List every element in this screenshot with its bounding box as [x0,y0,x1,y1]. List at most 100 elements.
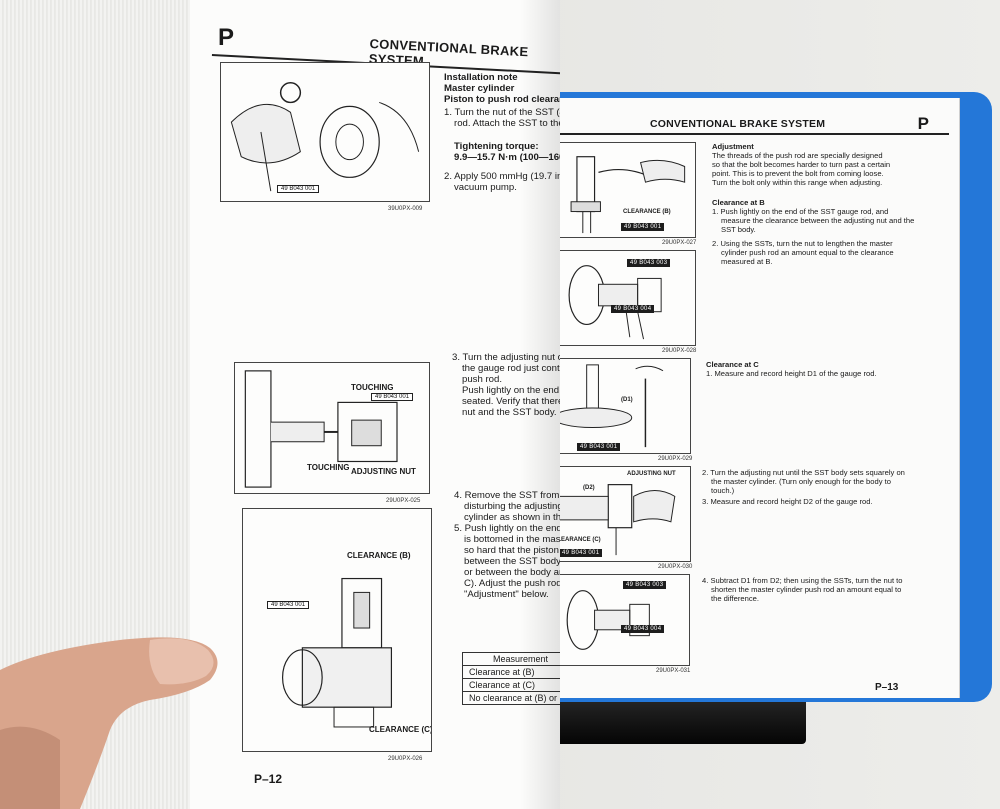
figure-installation-drawing [230,81,420,192]
step-2: vacuum pump. [454,182,517,193]
step-5: "Adjustment" below. [464,589,549,600]
figure-d1-drawing [552,364,664,448]
figure-d2: ADJUSTING NUT (D2) CLEARANCE (C) 49 B043… [546,466,691,562]
clearance-b-step2: 2. Using the SSTs, turn the nut to lengt… [712,239,893,248]
label-adjusting-nut: ADJUSTING NUT [627,471,676,477]
step-5: is bottomed in the master cylinder [464,534,560,545]
clearance-c-step4: the difference. [711,594,759,603]
label-clearance-c: CLEARANCE (C) [553,537,601,543]
figure-touching-drawing [244,370,398,488]
label-clearance-b: CLEARANCE (B) [347,551,411,560]
clearance-c-step2: 2. Turn the adjusting nut until the SST … [702,468,905,477]
sst-code-a: 49 B043 003 [627,259,671,267]
label-touching-top: TOUCHING [351,383,394,392]
figure-code: 29U0PX-028 [662,348,697,354]
step-3: Push lightly on the end of the [462,385,560,396]
hand-photo [0,637,218,809]
installation-notes: Installation note Master cylinder Piston… [444,72,560,193]
figure-code: 29U0PX-026 [388,756,423,762]
figure-code: 29U0PX-031 [656,668,691,674]
figure-clearance-bc: CLEARANCE (B) 49 B043 001 CLEARANCE (C) [242,508,432,752]
clearance-c-step4-block: 4. Subtract D1 from D2; then using the S… [702,576,954,603]
right-page-section-letter: P [917,114,929,133]
step-5: or between the body and [464,567,560,578]
figure-sst-turning: 49 B043 003 49 B043 004 [546,250,696,346]
step-1: rod. Attach the SST to the cylinder. [454,118,560,129]
sst-code-b: 49 B043 004 [621,625,665,633]
table-row: No clearance at (B) or (C) [461,691,560,705]
left-page: P CONVENTIONAL BRAKE SYSTEM 49 B043 001 … [190,0,560,809]
figure-clearance-b: CLEARANCE (B) 49 B043 001 [546,142,696,238]
step-5: 5. Push lightly on the end of the [454,523,560,534]
piston-heading: Piston to push rod clearance [444,94,560,105]
sst-code-a: 49 B043 003 [623,581,667,589]
step-1: 1. Turn the nut of the SST (49 B043 001)… [444,107,560,118]
step-4: cylinder as shown in the figure. [464,512,560,523]
clearance-b-step2: cylinder push rod an amount equal to the… [721,248,894,257]
step-3: the gauge rod just contacts the [462,363,560,374]
label-adjusting-nut: ADJUSTING NUT [351,467,416,476]
label-clearance-c: CLEARANCE (C) [369,725,432,734]
figure-d2-drawing [558,484,676,556]
step-4: disturbing the adjusting nut [464,501,560,512]
step-4: 4. Remove the SST from the [454,490,560,501]
step-5: between the SST body and [464,556,560,567]
clearance-b-step2: measured at B. [721,257,773,266]
right-page-number: P–13 [875,682,899,693]
figure-clearance-bc-drawing [281,577,393,728]
label-clearance-b: CLEARANCE (B) [623,209,671,215]
sst-code-b: 49 B043 004 [611,305,655,313]
clearance-c-step2: touch.) [711,486,735,495]
step-5: so hard that the piston is [464,545,560,556]
step-5: C). Adjust the push rod as [464,578,560,589]
clearance-c-heading: Clearance at C [706,360,759,369]
torque-heading: Tightening torque: [454,141,539,152]
clearance-b-step1: SST body. [721,225,756,234]
step-3: seated. Verify that there is no [462,396,560,407]
master-cylinder-heading: Master cylinder [444,83,515,94]
clearance-c-step4: 4. Subtract D1 from D2; then using the S… [702,576,903,585]
figure-sst-shorten-drawing [566,590,650,650]
figure-touching: TOUCHING 49 B043 001 TOUCHING ADJUSTING … [234,362,430,494]
figure-sst-shorten: 49 B043 003 49 B043 004 [550,574,690,666]
step-3: 3. Turn the adjusting nut of the SST unt… [452,352,560,363]
left-page-section-letter: P [218,24,235,51]
step-3-block: 3. Turn the adjusting nut of the SST unt… [452,352,560,418]
adjustment-heading: Adjustment [712,142,754,151]
figure-d1: (D1) 49 B043 001 [546,358,691,454]
clearance-c-step4: shorten the master cylinder push rod an … [711,585,902,594]
step-3: push rod. [462,374,503,385]
clearance-c-section: Clearance at C 1. Measure and record hei… [706,360,954,378]
measurement-table: Measurement Clearance at (B) Clearance a… [461,652,560,705]
sst-code: 49 B043 001 [267,601,310,609]
figure-clearance-b-drawing [570,156,686,234]
torque-value: 9.9—15.7 N·m (100—160 kgf·cm) [454,152,560,163]
clearance-c-step3: 3. Measure and record height D2 of the g… [702,497,873,506]
clearance-c-step2: the master cylinder. (Turn only enough f… [711,477,891,486]
clearance-b-heading: Clearance at B [712,198,765,207]
label-d1: (D1) [621,397,633,403]
left-page-number: P–12 [254,772,283,786]
figure-code: 29U0PX-027 [662,240,697,246]
step-3: nut and the SST body. [462,407,557,418]
adjustment-line: The threads of the push rod are speciall… [712,151,883,160]
right-page: CONVENTIONAL BRAKE SYSTEM P CLEARANCE (B… [540,98,960,698]
adjustment-line: Turn the bolt only within this range whe… [712,178,883,187]
label-d2: (D2) [583,485,595,491]
figure-code: 29U0PX-029 [658,456,693,462]
figure-code: 29U0PX-025 [386,498,421,504]
right-header-rule [548,133,949,135]
label-touching-bottom: TOUCHING [307,463,350,472]
figure-code: 39U0PX-009 [388,206,423,212]
clearance-c-step1: 1. Measure and record height D1 of the g… [706,369,877,378]
clearance-c-step2-block: 2. Turn the adjusting nut until the SST … [702,468,954,506]
sst-code: 49 B043 001 [371,393,414,401]
sst-code: 49 B043 001 [277,185,320,193]
figure-code: 29U0PX-030 [658,564,693,570]
step-2: 2. Apply 500 mmHg (19.7 inHg) [444,171,560,182]
installation-heading: Installation note [444,72,518,83]
adjustment-line: so that the bolt becomes harder to turn … [712,160,891,169]
figure-installation: 49 B043 001 [220,62,430,202]
clearance-b-step1: measure the clearance between the adjust… [721,216,915,225]
adjustment-section: Adjustment The threads of the push rod a… [712,142,952,187]
